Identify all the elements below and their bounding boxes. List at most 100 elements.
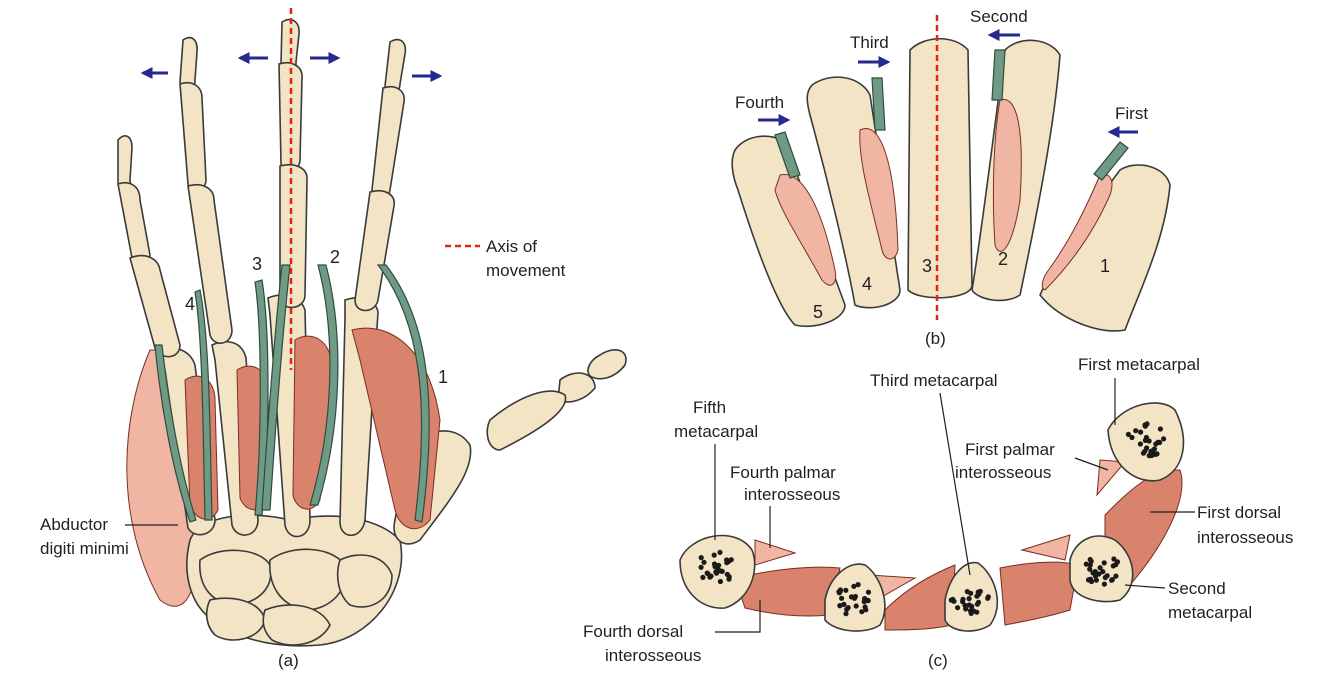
marrow-dot — [1133, 428, 1138, 433]
label-b-5: 5 — [813, 302, 823, 322]
marrow-dot — [707, 575, 712, 580]
marrow-dot — [712, 553, 717, 558]
marrow-dot — [1113, 562, 1118, 567]
marrow-dot — [1147, 438, 1152, 443]
marrow-dot — [712, 564, 717, 569]
marrow-dot — [699, 555, 704, 560]
label-first-palmar-2: interosseous — [955, 463, 1051, 482]
label-a-2: 2 — [330, 247, 340, 267]
marrow-dot — [863, 607, 868, 612]
label-first-metacarpal: First metacarpal — [1078, 355, 1200, 374]
marrow-dot — [843, 588, 848, 593]
marrow-dot — [1102, 560, 1107, 565]
marrow-dot — [955, 605, 960, 610]
panel-c: First metacarpal Third metacarpal Fifth … — [583, 355, 1293, 670]
label-fourth-palmar-1: Fourth palmar — [730, 463, 836, 482]
marrow-dot — [970, 609, 975, 614]
second-dorsal-interosseous — [1000, 562, 1078, 625]
marrow-dot — [976, 600, 981, 605]
marrow-dot — [846, 605, 851, 610]
thumb — [487, 350, 626, 450]
marrow-dot — [1141, 451, 1146, 456]
label-fifth-1: Fifth — [693, 398, 726, 417]
marrow-dot — [866, 590, 871, 595]
marrow-dot — [714, 571, 719, 576]
leader-third-metacarpal — [940, 393, 970, 575]
label-b-2: 2 — [998, 249, 1008, 269]
marrow-dot — [949, 598, 954, 603]
label-fourth: Fourth — [735, 93, 784, 112]
marrow-dot — [1144, 445, 1149, 450]
label-b-1: 1 — [1100, 256, 1110, 276]
marrow-dot — [1109, 578, 1114, 583]
label-fourth-palmar-2: interosseous — [744, 485, 840, 504]
marrow-dot — [856, 582, 861, 587]
marrow-dot — [1138, 441, 1143, 446]
marrow-dot — [1154, 451, 1159, 456]
marrow-dot — [865, 598, 870, 603]
marrow-dot — [726, 559, 731, 564]
marrow-dot — [837, 590, 842, 595]
marrow-dot — [849, 594, 854, 599]
marrow-dot — [986, 594, 991, 599]
marrow-dot — [1138, 430, 1143, 435]
label-fourth-dorsal-2: interosseous — [605, 646, 701, 665]
label-a-1: 1 — [438, 367, 448, 387]
marrow-dot — [717, 550, 722, 555]
marrow-dot — [1142, 422, 1147, 427]
marrow-dot — [960, 597, 965, 602]
bone-b-3 — [908, 39, 972, 298]
label-a-4: 4 — [185, 294, 195, 314]
marrow-dot — [725, 572, 730, 577]
marrow-dot — [1102, 582, 1107, 587]
abductor-label-1: Abductor — [40, 515, 108, 534]
label-fifth-2: metacarpal — [674, 422, 758, 441]
marrow-dot — [974, 594, 979, 599]
marrow-dot — [1088, 557, 1093, 562]
label-third: Third — [850, 33, 889, 52]
caption-a: (a) — [278, 651, 299, 670]
legend-axis-label: Axis of — [486, 237, 537, 256]
label-b-3: 3 — [922, 256, 932, 276]
label-first-dorsal-2: interosseous — [1197, 528, 1293, 547]
marrow-dot — [839, 596, 844, 601]
marrow-dot — [1148, 449, 1153, 454]
marrow-dot — [1086, 577, 1091, 582]
fourth-palmar-interosseous — [755, 540, 795, 565]
panel-b: Fourth Third Second First 1 2 3 4 5 (b) — [732, 7, 1170, 348]
marrow-dot — [1158, 426, 1163, 431]
marrow-dot — [967, 596, 972, 601]
marrow-dot — [1084, 562, 1089, 567]
marrow-dot — [718, 579, 723, 584]
marrow-dot — [843, 611, 848, 616]
label-second-meta-1: Second — [1168, 579, 1226, 598]
label-first-palmar-1: First palmar — [965, 440, 1055, 459]
label-a-3: 3 — [252, 254, 262, 274]
abductor-label-2: digiti minimi — [40, 539, 129, 558]
marrow-dot — [962, 603, 967, 608]
caption-c: (c) — [928, 651, 948, 670]
marrow-dot — [1090, 570, 1095, 575]
panel-a-hand: Axis of movement 1 2 3 4 Abductor digiti… — [40, 8, 626, 670]
finger-little — [118, 136, 180, 357]
finger-index — [355, 40, 405, 311]
label-third-metacarpal: Third metacarpal — [870, 371, 998, 390]
marrow-dot — [701, 560, 706, 565]
label-second: Second — [970, 7, 1028, 26]
finger-middle — [279, 20, 307, 308]
label-second-meta-2: metacarpal — [1168, 603, 1252, 622]
label-b-4: 4 — [862, 274, 872, 294]
marrow-dot — [700, 575, 705, 580]
marrow-dot — [699, 565, 704, 570]
marrow-dot — [978, 589, 983, 594]
marrow-dot — [968, 591, 973, 596]
marrow-dot — [1098, 565, 1103, 570]
marrow-dot — [974, 610, 979, 615]
marrow-dot — [1157, 440, 1162, 445]
marrow-dot — [1129, 435, 1134, 440]
legend-axis-label-2: movement — [486, 261, 566, 280]
marrow-dot — [1103, 575, 1108, 580]
marrow-dot — [854, 603, 859, 608]
marrow-dot — [1161, 436, 1166, 441]
